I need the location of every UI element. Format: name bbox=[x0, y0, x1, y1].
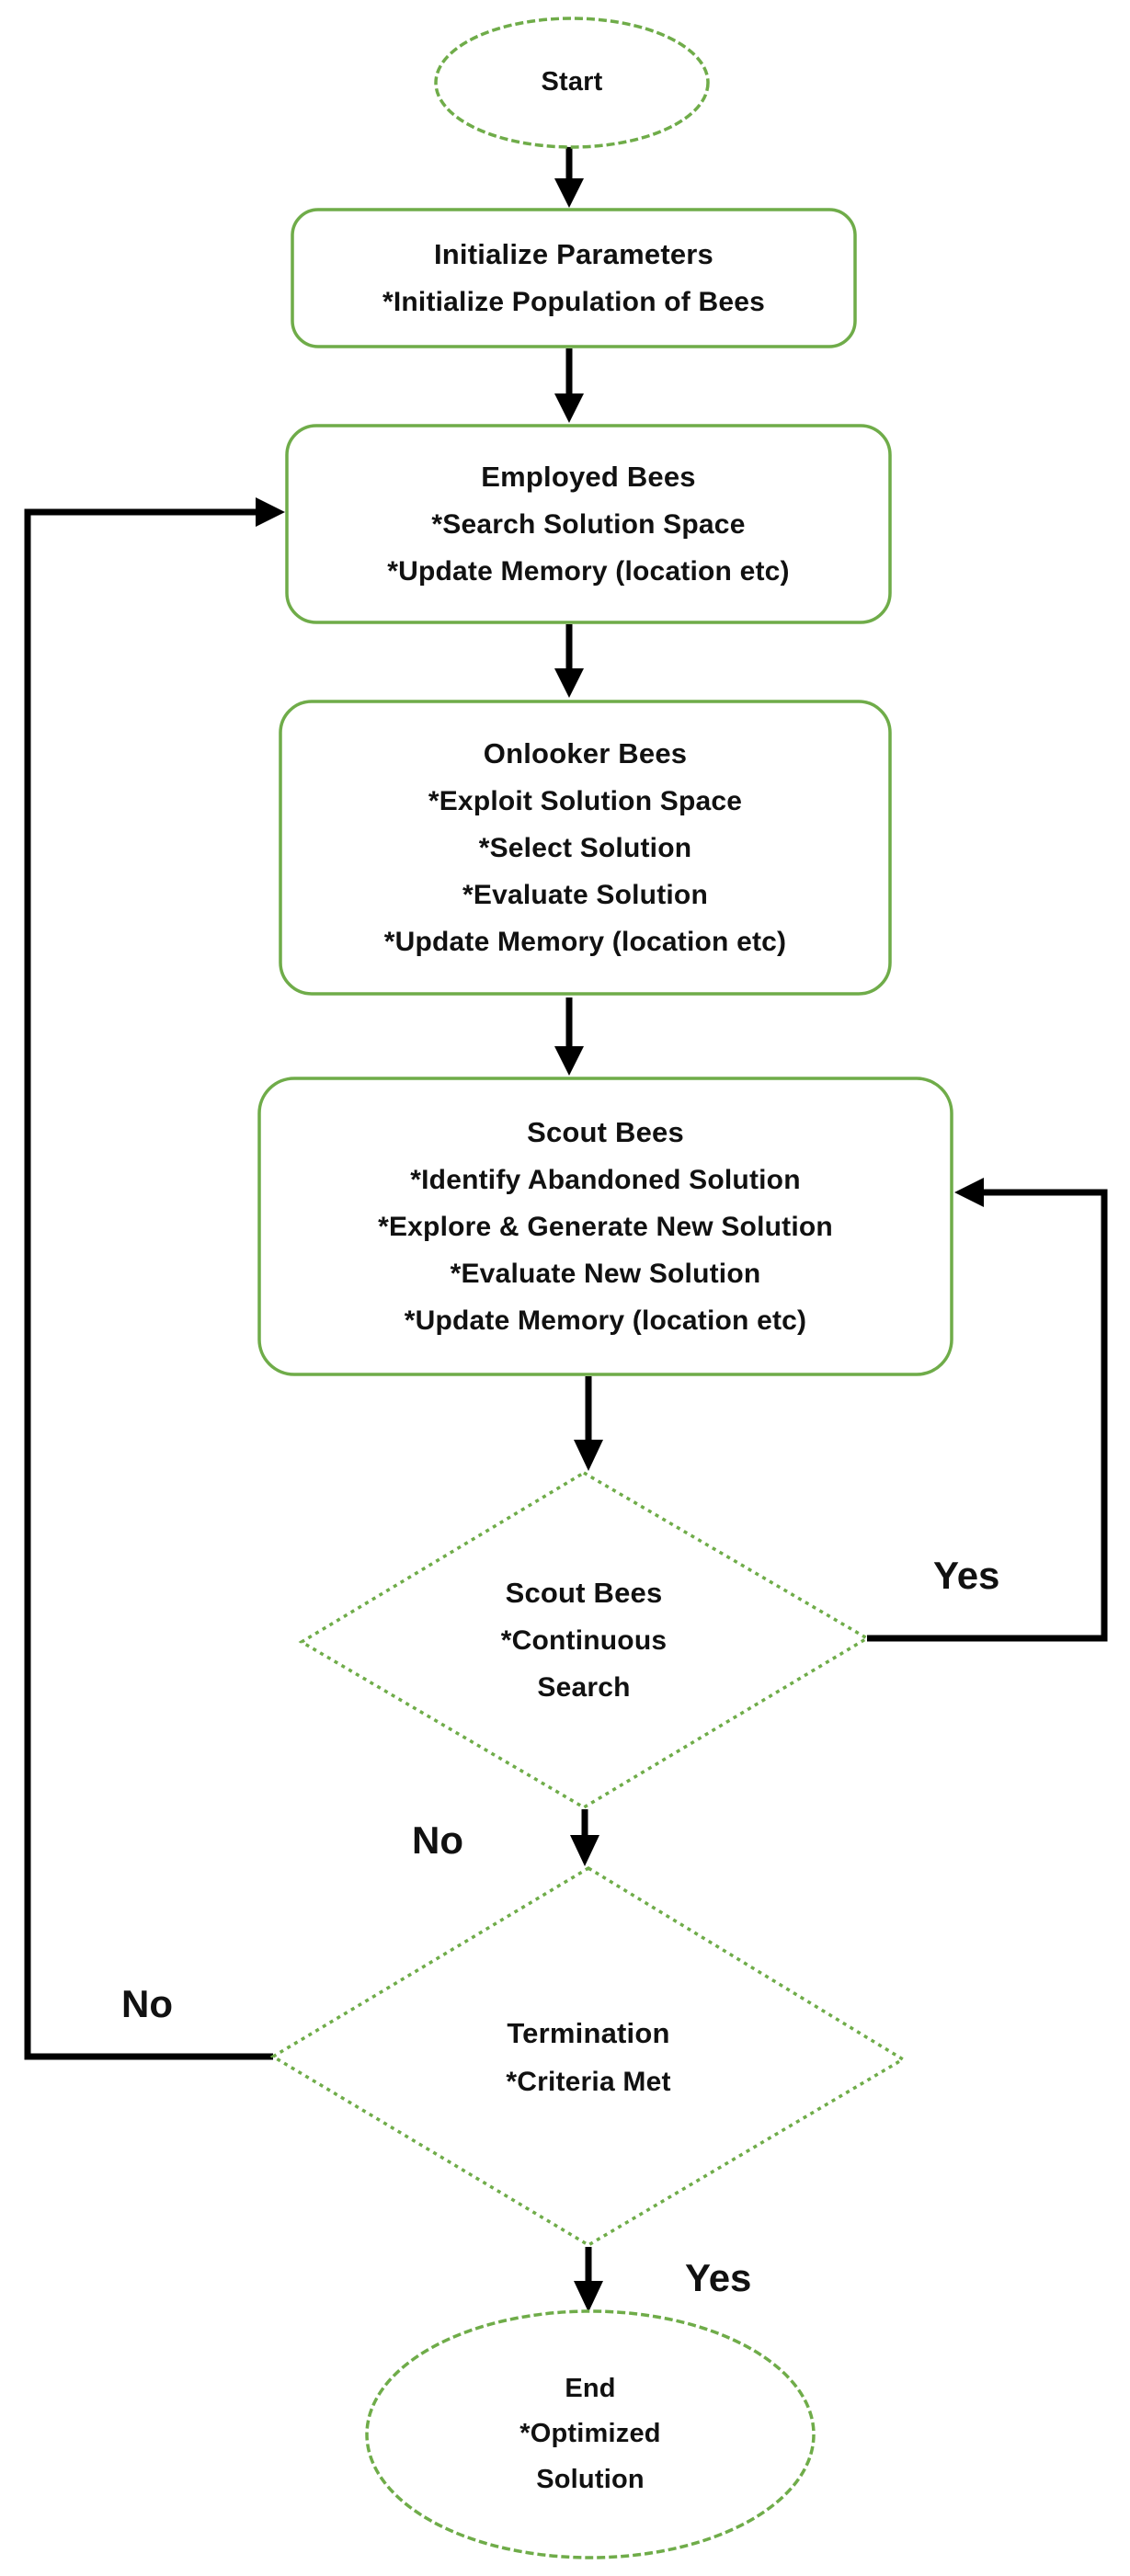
arrowhead-into-end bbox=[574, 2281, 603, 2312]
start-ellipse-shape bbox=[434, 17, 710, 149]
arrowhead-into-termination bbox=[570, 1835, 599, 1866]
employed-box-shape bbox=[285, 424, 892, 624]
loop-line-scout-yes bbox=[867, 1189, 1108, 1642]
arrowhead-no-into-employed-box bbox=[256, 497, 285, 527]
end-ellipse-shape bbox=[365, 2309, 816, 2559]
arrowhead-into-onlooker bbox=[554, 668, 584, 698]
scout-box-shape bbox=[257, 1077, 953, 1376]
arrowhead-yes-into-scout-box bbox=[954, 1178, 984, 1207]
initialize-box-shape bbox=[291, 208, 857, 348]
termination-decision-diamond-shape bbox=[269, 1865, 907, 2248]
onlooker-box-shape bbox=[279, 700, 892, 996]
loop-line-termination-no bbox=[24, 508, 273, 2060]
arrowhead-into-initialize bbox=[554, 178, 584, 208]
scout-decision-diamond-shape bbox=[298, 1470, 871, 1810]
flow-arrows bbox=[24, 144, 1108, 2283]
flow-arrowheads bbox=[256, 178, 984, 2312]
arrowhead-into-scout bbox=[554, 1046, 584, 1076]
arrowhead-into-scout-decision bbox=[574, 1440, 603, 1471]
arrowhead-into-employed bbox=[554, 393, 584, 423]
